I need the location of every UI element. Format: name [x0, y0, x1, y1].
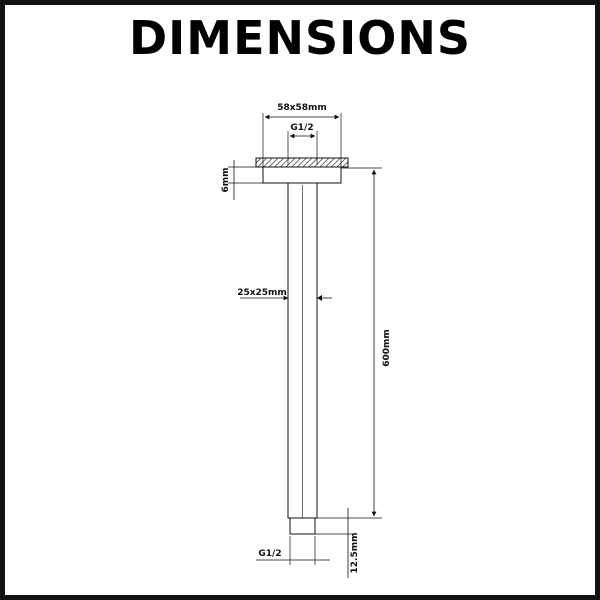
label-top-thread: G1/2 [290, 123, 313, 133]
flange-plate [262, 166, 342, 184]
bottom-thread [289, 517, 316, 535]
label-arm-size: 25x25mm [237, 288, 287, 298]
label-arm-length: 600mm [382, 329, 392, 367]
label-bottom-thread: G1/2 [258, 549, 281, 559]
label-flange-size: 58x58mm [277, 103, 327, 113]
page-title: DIMENSIONS [129, 11, 471, 65]
label-flange-thickness: 6mm [221, 167, 231, 192]
flange-hatch [255, 157, 349, 168]
label-thread-length: 12.5mm [350, 533, 360, 574]
